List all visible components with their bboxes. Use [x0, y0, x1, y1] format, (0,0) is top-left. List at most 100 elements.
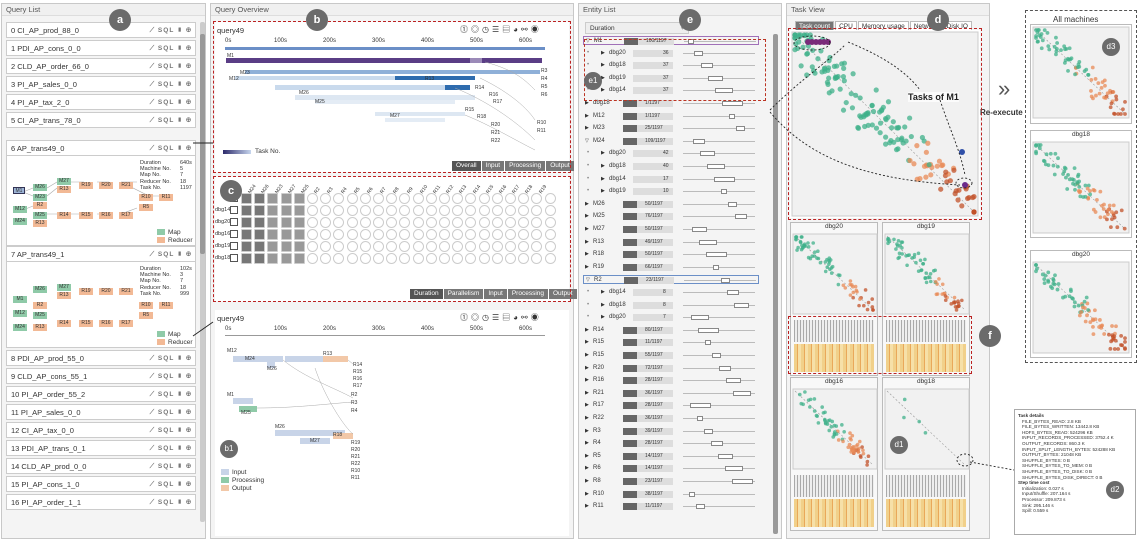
q7-node-r5[interactable]: R5 [139, 312, 153, 319]
q7-node-m24[interactable]: M24 [13, 324, 27, 331]
matrix-cell[interactable] [518, 217, 530, 228]
query-row[interactable]: 2 CLD_AP_order_66_0⟋ SQL ▮ ⊕ [6, 58, 196, 74]
tab-processing[interactable]: Processing [507, 289, 548, 299]
matrix-cell[interactable] [267, 217, 279, 228]
expand-arrow-icon[interactable]: ▶ [601, 314, 605, 321]
expand-arrow-icon[interactable]: ▶ [585, 125, 589, 132]
matrix-cell[interactable] [425, 253, 437, 264]
matrix-cell[interactable] [399, 193, 411, 204]
matrix-cell[interactable] [491, 229, 503, 240]
matrix-cell[interactable] [465, 217, 477, 228]
expand-arrow-icon[interactable]: ▶ [585, 112, 589, 119]
matrix-cell[interactable] [544, 241, 556, 252]
matrix-cell[interactable] [505, 205, 516, 216]
expand-arrow-icon[interactable]: ▶ [585, 503, 589, 510]
matrix-cell[interactable] [531, 241, 543, 252]
bar-chart-icon[interactable]: ▮ [176, 499, 186, 506]
query-row[interactable]: 12 CI_AP_tax_0_0⟋ SQL ▮ ⊕ [6, 422, 196, 438]
q7-node-r11[interactable]: R11 [159, 302, 173, 309]
bar-chart-icon[interactable]: ▮ [176, 145, 186, 152]
expand-arrow-icon[interactable]: ▶ [601, 188, 605, 195]
bar-chart-icon[interactable]: ▮ [176, 81, 186, 88]
matrix-cell[interactable] [531, 229, 543, 240]
sql-label[interactable]: SQL [157, 373, 177, 380]
query-row[interactable]: 14 CLD_AP_prod_0_0⟋ SQL ▮ ⊕ [6, 458, 196, 474]
trend-icon[interactable]: ⟋ [149, 445, 158, 452]
query-row[interactable]: 4 PI_AP_tax_2_0⟋ SQL ▮ ⊕ [6, 94, 196, 110]
matrix-cell[interactable] [346, 193, 358, 204]
add-icon[interactable]: ⊕ [186, 373, 192, 380]
add-icon[interactable]: ⊕ [186, 427, 192, 434]
q6-node-r17[interactable]: R17 [119, 212, 133, 219]
q6-node-m24[interactable]: M24 [13, 218, 27, 225]
matrix-cell[interactable] [439, 253, 450, 264]
matrix-cell[interactable] [439, 229, 450, 240]
comparison-view[interactable]: dbg20 [1030, 250, 1132, 358]
matrix-cell[interactable] [386, 241, 398, 252]
q6-node-m1[interactable]: M1 [13, 187, 25, 194]
checkbox[interactable] [230, 254, 238, 262]
bar-chart-icon[interactable]: ▮ [176, 409, 186, 416]
matrix-cell[interactable] [386, 229, 398, 240]
matrix-cell[interactable] [544, 229, 556, 240]
matrix-cell[interactable] [333, 205, 345, 216]
q6-node-r16[interactable]: R16 [99, 212, 113, 219]
matrix-cell[interactable] [439, 217, 450, 228]
query-row[interactable]: 11 PI_AP_sales_0_0⟋ SQL ▮ ⊕ [6, 404, 196, 420]
add-icon[interactable]: ⊕ [186, 445, 192, 452]
expand-arrow-icon[interactable]: ▶ [585, 440, 589, 447]
trend-icon[interactable]: ⟋ [149, 81, 158, 88]
trend-icon[interactable]: ⟋ [149, 391, 158, 398]
q6-node-r5[interactable]: R5 [139, 204, 153, 211]
expand-arrow-icon[interactable]: ▶ [585, 478, 589, 484]
expand-arrow-icon[interactable]: ▶ [585, 238, 589, 245]
matrix-cell[interactable] [439, 193, 450, 204]
expand-arrow-icon[interactable]: ▶ [585, 263, 589, 270]
matrix-cell[interactable] [241, 217, 252, 228]
query-list-scroll-thumb[interactable] [200, 34, 205, 254]
machine-mini-view[interactable]: dbg18 [882, 377, 970, 531]
expand-arrow-icon[interactable]: ▶ [585, 377, 589, 384]
q7-node-r16[interactable]: R16 [99, 320, 113, 327]
add-icon[interactable]: ⊕ [186, 409, 192, 416]
expand-arrow-icon[interactable]: ▶ [585, 465, 589, 472]
expand-arrow-icon[interactable]: ▶ [585, 326, 589, 333]
bar-chart-icon[interactable]: ▮ [176, 481, 186, 488]
matrix-cell[interactable] [531, 217, 543, 228]
matrix-cell[interactable] [491, 217, 503, 228]
matrix-cell[interactable] [307, 241, 318, 252]
matrix-cell[interactable] [293, 205, 305, 216]
expand-arrow-icon[interactable]: ▽ [586, 277, 590, 284]
clock-icon-2[interactable]: ◷ [482, 313, 492, 322]
matrix-cell[interactable] [531, 205, 543, 216]
matrix-cell[interactable] [412, 217, 424, 228]
add-icon[interactable]: ⊕ [186, 27, 192, 34]
matrix-cell[interactable] [307, 205, 318, 216]
matrix-cell[interactable] [373, 241, 384, 252]
bar-chart-icon[interactable]: ▮ [176, 355, 186, 362]
matrix-cell[interactable] [491, 241, 503, 252]
matrix-cell[interactable] [333, 193, 345, 204]
matrix-cell[interactable] [518, 193, 530, 204]
matrix-cell[interactable] [293, 253, 305, 264]
matrix-cell[interactable] [254, 241, 266, 252]
matrix-cell[interactable] [359, 241, 371, 252]
play-icon[interactable]: ⓵ [460, 25, 471, 34]
matrix-cell[interactable] [399, 253, 411, 264]
sql-label[interactable]: SQL [157, 391, 177, 398]
matrix-cell[interactable] [241, 229, 252, 240]
link-icon-2[interactable]: ⚯ [521, 313, 531, 322]
q7-node-r13[interactable]: R13 [57, 292, 71, 299]
matrix-cell[interactable] [267, 229, 279, 240]
matrix-cell[interactable] [518, 205, 530, 216]
matrix-cell[interactable] [267, 241, 279, 252]
matrix-cell[interactable] [544, 205, 556, 216]
